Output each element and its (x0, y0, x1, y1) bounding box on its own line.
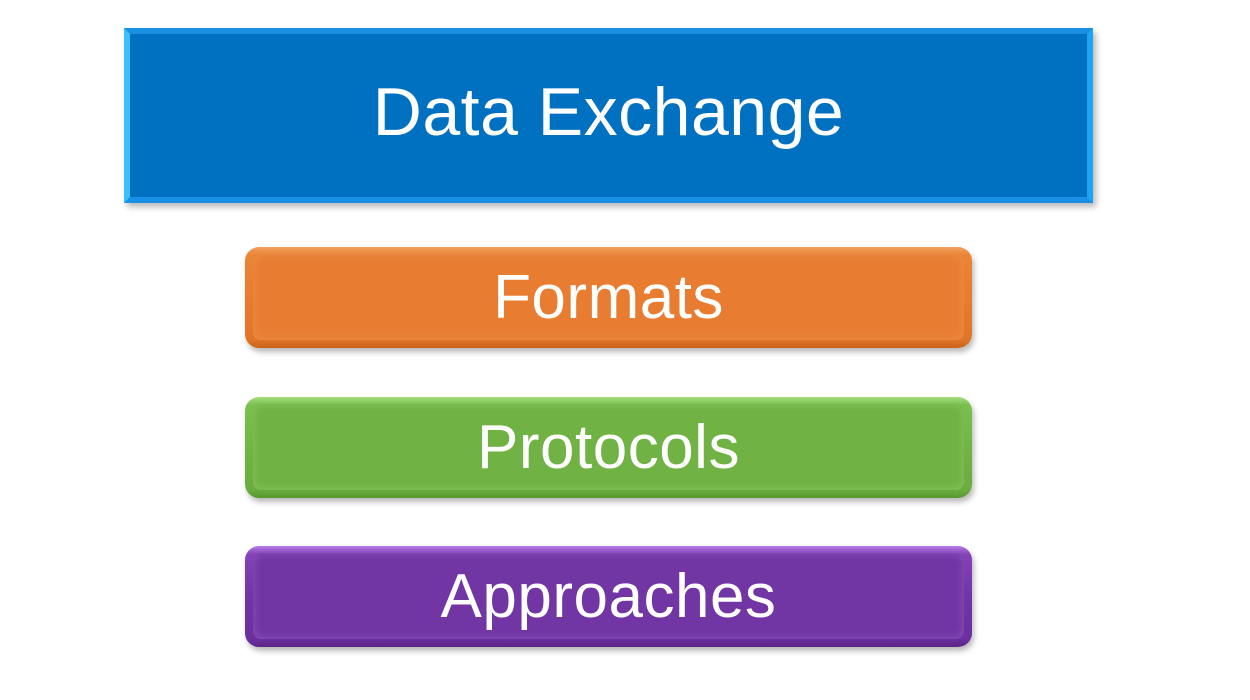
title-box: Data Exchange (124, 28, 1093, 203)
formats-box: Formats (245, 247, 972, 348)
title-text: Data Exchange (372, 73, 845, 150)
protocols-box: Protocols (245, 397, 972, 498)
approaches-box: Approaches (245, 546, 972, 647)
protocols-label: Protocols (477, 412, 740, 482)
formats-label: Formats (493, 262, 724, 332)
approaches-label: Approaches (440, 561, 777, 631)
